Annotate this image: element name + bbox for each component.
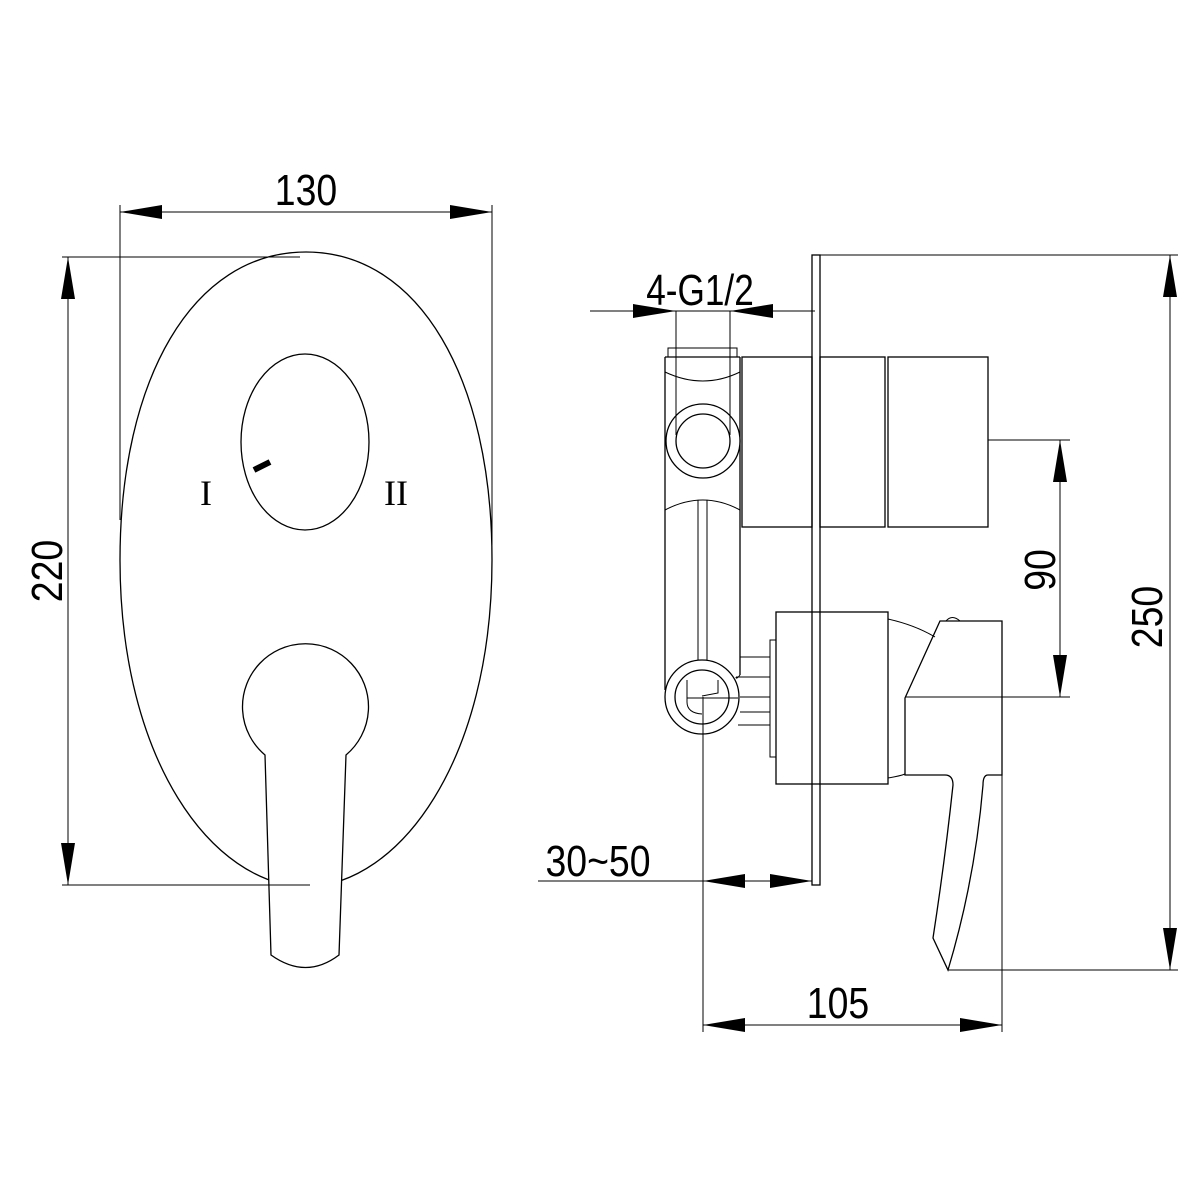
- diverter-body: [819, 356, 886, 528]
- arrowhead: [61, 257, 75, 299]
- body-neck: [887, 618, 936, 779]
- wall-depth-label: 30~50: [545, 836, 650, 886]
- arrowhead: [703, 874, 745, 888]
- arrowhead: [61, 843, 75, 885]
- pipe-contour: [664, 499, 741, 511]
- pipe-cap: [667, 347, 738, 358]
- pipe-contour: [664, 371, 741, 382]
- thread-label: 4-G1/2: [646, 266, 754, 315]
- depth-label: 105: [807, 978, 869, 1028]
- height-dimension-label: 220: [22, 540, 72, 602]
- diverter-knob: [240, 353, 370, 531]
- bore-detail: [686, 680, 738, 715]
- handle-offset-label: 90: [1015, 549, 1065, 591]
- arrowhead: [1163, 255, 1177, 297]
- side-lever-handle: [904, 620, 1003, 972]
- flange: [769, 639, 777, 758]
- arrowhead: [120, 205, 162, 219]
- mixer-handle: [241, 643, 370, 968]
- width-dimension-label: 130: [275, 165, 337, 215]
- arrowhead: [960, 1018, 1002, 1032]
- upper-outlet-ring: [665, 403, 741, 479]
- arrowhead: [1053, 655, 1067, 697]
- total-height-label: 250: [1122, 586, 1172, 648]
- arrowhead: [633, 304, 676, 318]
- side-view: 4-G1/2 250 90 30~50 105: [538, 254, 1178, 1032]
- front-view: I II 130 220: [22, 165, 493, 968]
- lower-outlet-bore: [674, 669, 730, 725]
- arrowhead: [770, 874, 812, 888]
- connector-pipe: [735, 656, 770, 726]
- lower-outlet-ring: [664, 659, 740, 735]
- diverter-indicator: [252, 459, 272, 473]
- arrowhead: [730, 304, 773, 318]
- arrowhead: [703, 1018, 745, 1032]
- lever-button: [945, 617, 961, 622]
- diverter-body: [741, 356, 813, 528]
- position-label-1: I: [200, 473, 212, 513]
- upper-outlet-bore: [675, 413, 731, 469]
- arrowhead: [450, 205, 492, 219]
- mixer-body: [775, 611, 889, 785]
- diverter-cartridge: [887, 356, 989, 528]
- wall-plate: [811, 254, 821, 886]
- arrowhead: [1163, 928, 1177, 970]
- position-label-2: II: [384, 473, 408, 513]
- arrowhead: [1053, 440, 1067, 482]
